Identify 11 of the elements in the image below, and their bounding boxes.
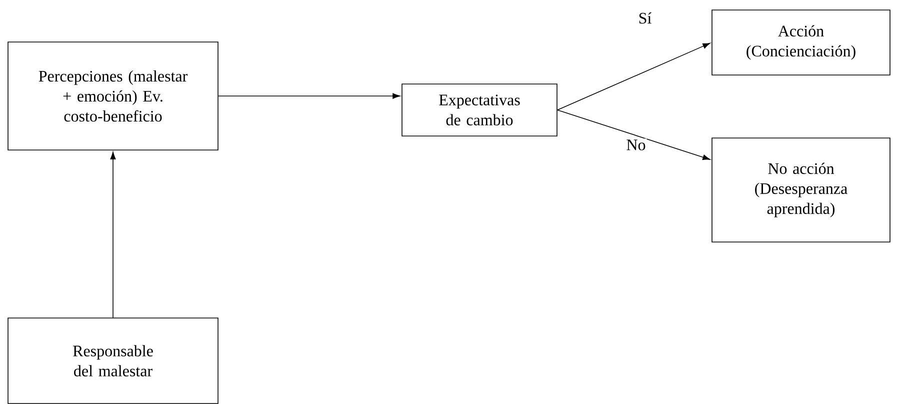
arrow xyxy=(110,152,116,318)
text-box: Responsable del malestar xyxy=(8,318,218,404)
arrow xyxy=(557,42,710,110)
text-box: Acción (Concienciación) xyxy=(712,10,890,76)
text-box: No acción (Desesperanza aprendida) xyxy=(712,138,890,242)
text-box: Percepciones (malestar + emoción) Ev. costo-beneficio xyxy=(8,42,218,150)
text-box: Expectativas de cambio xyxy=(402,84,558,136)
arrow xyxy=(218,93,400,99)
edge-label: Sí xyxy=(637,11,653,25)
arrow xyxy=(557,110,710,160)
edge-label: No xyxy=(625,138,647,152)
